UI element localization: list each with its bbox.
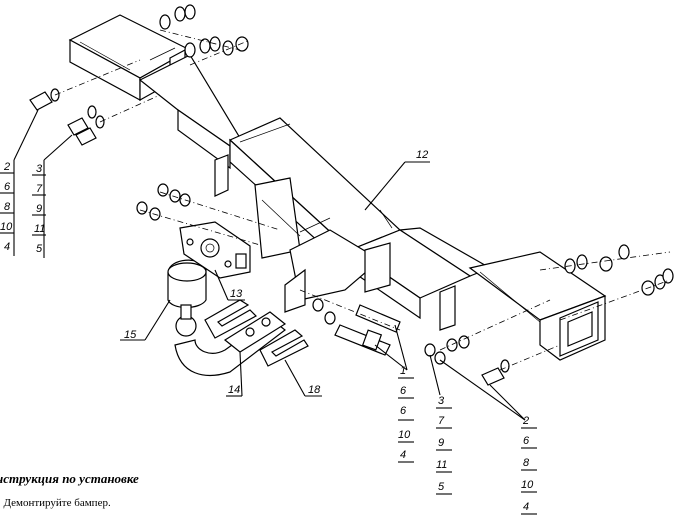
stack-right-b-1: 2	[522, 415, 529, 427]
stack-left-b-3: 9	[36, 203, 42, 215]
callouts: 12 15 13 14 18	[124, 149, 428, 396]
stack-left-b: 3 7 9 11 5	[32, 160, 46, 258]
stack-left-b-4: 11	[34, 223, 45, 235]
stack-right-a-2: 7	[438, 415, 445, 427]
stack-left-a-3: 8	[4, 201, 11, 213]
stack-left-b-5: 5	[36, 243, 43, 255]
stack-left-a-5: 4	[4, 241, 10, 253]
callout-15: 15	[124, 329, 137, 341]
tow-ball	[167, 259, 207, 337]
stack-right-a-3: 9	[438, 437, 444, 449]
stack-right-a-5: 5	[438, 481, 445, 493]
callout-13: 13	[230, 288, 243, 300]
callout-12: 12	[416, 149, 428, 161]
callout-14: 14	[228, 384, 240, 396]
cross-beam	[68, 14, 607, 361]
stack-center: 1 6 6 10 4	[398, 365, 414, 463]
stack-left-a-4: 10	[0, 221, 13, 233]
stack-right-b-5: 4	[523, 501, 529, 513]
stack-right-b: 2 6 8 10 4	[521, 415, 537, 515]
mounting-plate	[179, 221, 251, 279]
stack-left-a-2: 6	[4, 181, 11, 193]
stack-left-a-1: 2	[3, 161, 10, 173]
leader-lines	[13, 109, 526, 421]
instructions-heading: нструкция по установке	[0, 471, 139, 486]
stack-center-5: 4	[400, 449, 406, 461]
instruction-step-1: . Демонтируйте бампер.	[0, 497, 111, 509]
stack-left-a: 2 6 8 10 4	[0, 160, 15, 256]
stack-right-b-3: 8	[523, 457, 530, 469]
fasteners	[29, 4, 674, 386]
stack-right-b-2: 6	[523, 435, 530, 447]
stack-left-b-1: 3	[36, 163, 43, 175]
stack-center-4: 10	[398, 429, 411, 441]
stack-right-a: 3 7 9 11 5	[436, 395, 452, 495]
slotted-spacer	[204, 299, 257, 339]
stack-right-a-1: 3	[438, 395, 445, 407]
stack-center-3: 6	[400, 405, 407, 417]
ball-mount	[174, 311, 287, 376]
stack-right-b-4: 10	[521, 479, 534, 491]
stack-right-a-4: 11	[436, 459, 447, 471]
stack-center-2: 6	[400, 385, 407, 397]
callout-18: 18	[308, 384, 321, 396]
stack-left-b-2: 7	[36, 183, 43, 195]
stack-center-1: 1	[400, 365, 406, 377]
shim-plate	[259, 329, 309, 367]
